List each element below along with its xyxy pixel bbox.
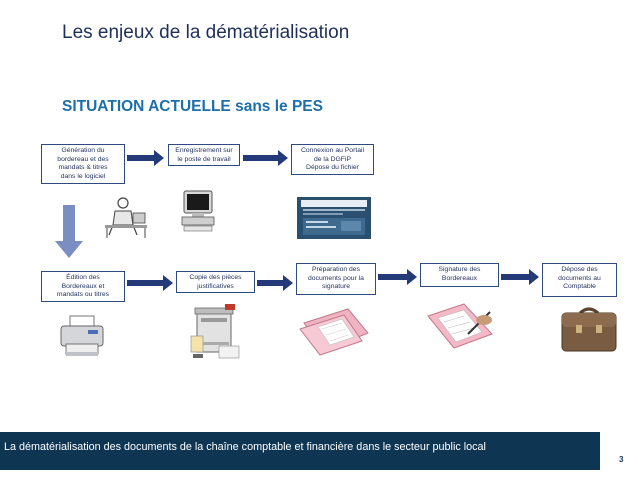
page-number: 3 <box>619 455 624 464</box>
flow-arrow <box>243 150 288 166</box>
slide-title: Les enjeux de la dématérialisation <box>62 22 350 43</box>
signing-icon <box>427 303 493 349</box>
copier-icon <box>190 304 240 359</box>
step-connexion: Connexion au Portail de la DGFiP Dépose … <box>291 144 374 175</box>
flow-arrow <box>127 150 164 166</box>
step-enregistrement: Enregistrement sur le poste de travail <box>168 144 240 166</box>
flow-arrow <box>378 269 417 285</box>
step-signature: Signature des Bordereaux <box>420 263 499 287</box>
person-at-desk-icon <box>103 195 149 239</box>
flow-arrow <box>257 275 293 291</box>
folder-icon <box>299 308 369 356</box>
footer-bar <box>0 432 600 470</box>
footer-text: La dématérialisation des documents de la… <box>4 441 486 453</box>
step-depose: Dépose des documents au Comptable <box>542 263 617 297</box>
printer-icon <box>60 315 104 356</box>
computer-icon <box>181 190 215 232</box>
flow-arrow <box>501 269 539 285</box>
briefcase-icon <box>561 307 617 352</box>
step-preparation: Préparation des documents pour la signat… <box>296 263 376 295</box>
slide-subtitle: SITUATION ACTUELLE sans le PES <box>62 98 323 115</box>
step-copie: Copie des pièces justificatives <box>176 271 255 293</box>
step-generation: Génération du bordereau et des mandats &… <box>41 144 125 184</box>
portal-screenshot <box>297 197 371 239</box>
step-edition: Édition des Bordereaux et mandats ou tit… <box>41 271 125 302</box>
flow-arrow-down <box>55 205 83 258</box>
flow-arrow <box>127 275 173 291</box>
